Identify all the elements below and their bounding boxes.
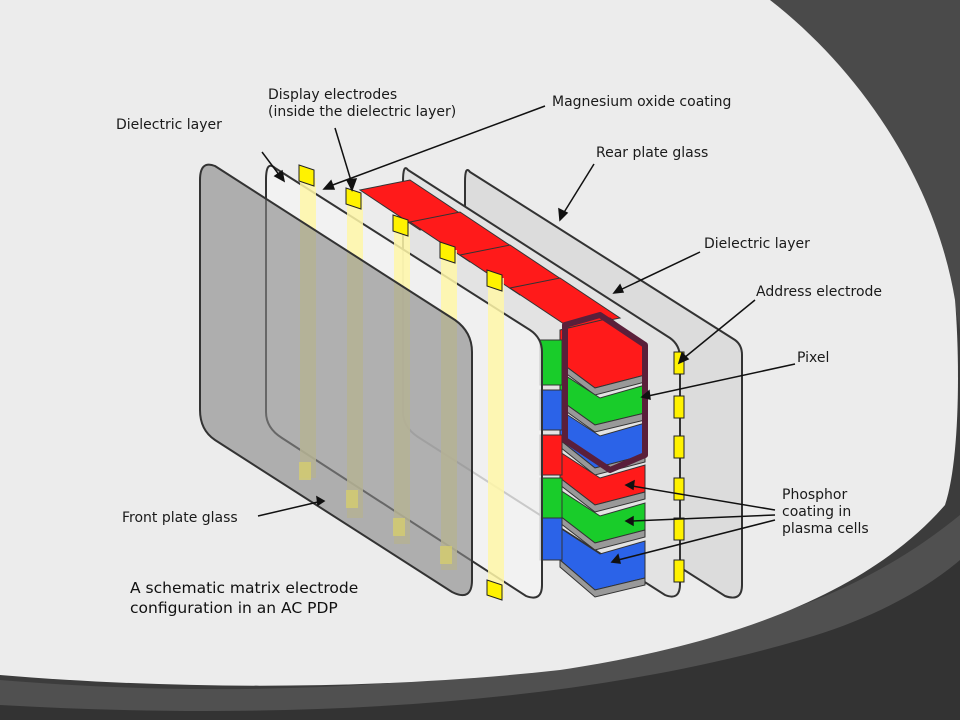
front-plate-glass [199,163,473,596]
plasma-cells [358,179,646,598]
label-dielectric-layer-front: Dielectric layer [116,117,222,133]
label-pixel: Pixel [797,350,830,366]
electrode-tabs-through-glass [299,462,452,564]
label-front-plate-glass: Front plate glass [122,510,238,526]
label-dielectric-layer-rear: Dielectric layer [704,236,810,252]
diagram-caption: A schematic matrix electrode configurati… [130,579,359,617]
label-address-electrode: Address electrode [756,284,883,300]
label-display-electrodes: Display electrodes (inside the dielectri… [268,87,457,120]
pixel-outline [562,312,648,473]
background-sweep-top [760,0,960,330]
label-phosphor-coating: Phosphor coating in plasma cells [782,487,869,537]
leader-lines [257,105,796,564]
background-sweep-bottom-dark [0,560,960,720]
label-rear-plate-glass: Rear plate glass [596,145,709,161]
label-magnesium-oxide-coating: Magnesium oxide coating [552,94,732,110]
